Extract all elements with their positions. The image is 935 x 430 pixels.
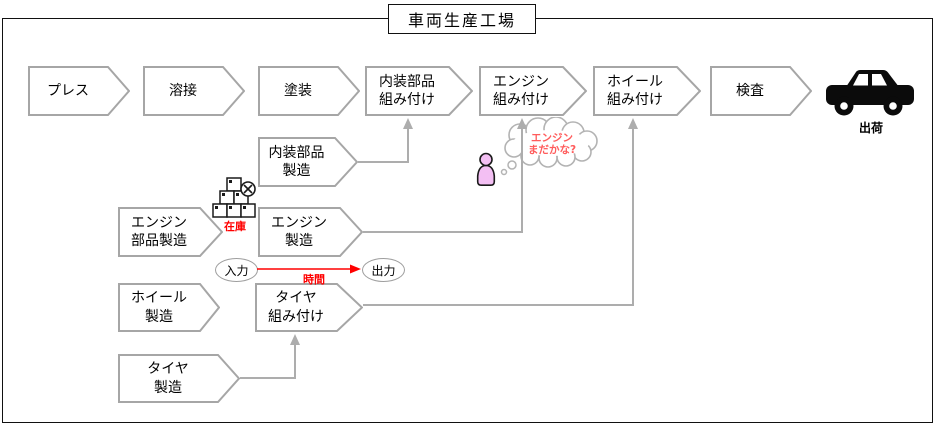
- wheel-mfg-label: ホイール 製造: [131, 290, 187, 325]
- chevron-shape: [258, 137, 358, 187]
- chevron-shape: [118, 283, 220, 332]
- worker-icon: [476, 152, 496, 186]
- thought-text-line2: まだかな?: [528, 144, 576, 156]
- chevron-shape: [258, 207, 363, 257]
- process-painting-label: 塗装: [284, 82, 312, 99]
- interior-parts-mfg: 内装部品 製造: [258, 137, 358, 187]
- chevron-shape: [255, 283, 363, 332]
- crossed-circle-icon: [240, 181, 256, 197]
- process-press-label: プレス: [47, 82, 89, 99]
- process-wheel-assembly: ホイール 組み付け: [593, 66, 701, 116]
- input-ellipse: 入力: [215, 258, 258, 282]
- process-inspection-label: 検査: [736, 82, 764, 99]
- diagram-title: 車両生産工場: [407, 11, 516, 30]
- chevron-shape: [479, 66, 587, 116]
- process-engine-assembly-label: エンジン 組み付け: [493, 73, 549, 108]
- process-engine-assembly: エンジン 組み付け: [479, 66, 587, 116]
- engine-parts-mfg-label: エンジン 部品製造: [131, 214, 187, 249]
- wheel-mfg: ホイール 製造: [118, 283, 220, 332]
- time-label: 時間: [303, 273, 325, 286]
- chevron-shape: [118, 207, 223, 257]
- tire-mfg: タイヤ 製造: [118, 354, 240, 403]
- process-welding-label: 溶接: [169, 82, 197, 99]
- input-label: 入力: [224, 263, 249, 278]
- engine-mfg: エンジン 製造: [258, 207, 363, 257]
- chevron-shape: [143, 66, 245, 116]
- engine-parts-mfg: エンジン 部品製造: [118, 207, 223, 257]
- car-icon: [826, 70, 914, 116]
- chevron-shape: [258, 66, 360, 116]
- inventory-stack-icon: [212, 177, 256, 218]
- output-ellipse: 出力: [362, 258, 405, 282]
- tire-assembly-label: タイヤ 組み付け: [268, 290, 324, 325]
- process-inspection: 検査: [710, 66, 812, 116]
- chevron-shape: [365, 66, 473, 116]
- chevron-shape: [28, 66, 130, 116]
- chevron-shape: [118, 354, 240, 403]
- thought-trail-bubbles: [500, 160, 517, 176]
- thought-bubble: エンジン まだかな?: [500, 117, 598, 176]
- process-wheel-assembly-label: ホイール 組み付け: [607, 73, 663, 108]
- diagram-title-box: 車両生産工場: [388, 4, 536, 34]
- process-welding: 溶接: [143, 66, 245, 116]
- tire-assembly: タイヤ 組み付け: [255, 283, 363, 332]
- chevron-shape: [593, 66, 701, 116]
- chevron-shape: [710, 66, 812, 116]
- process-press: プレス: [28, 66, 130, 116]
- inventory-label: 在庫: [224, 220, 246, 233]
- process-interior-assembly-label: 内装部品 組み付け: [379, 73, 435, 108]
- thought-text-line1: エンジン: [531, 132, 573, 144]
- process-painting: 塗装: [258, 66, 360, 116]
- engine-mfg-label: エンジン 製造: [271, 214, 327, 249]
- shipping-label: 出荷: [858, 121, 883, 135]
- output-label: 出力: [371, 263, 396, 278]
- interior-parts-mfg-label: 内装部品 製造: [268, 144, 325, 179]
- tire-mfg-label: タイヤ 製造: [147, 361, 189, 396]
- process-interior-assembly: 内装部品 組み付け: [365, 66, 473, 116]
